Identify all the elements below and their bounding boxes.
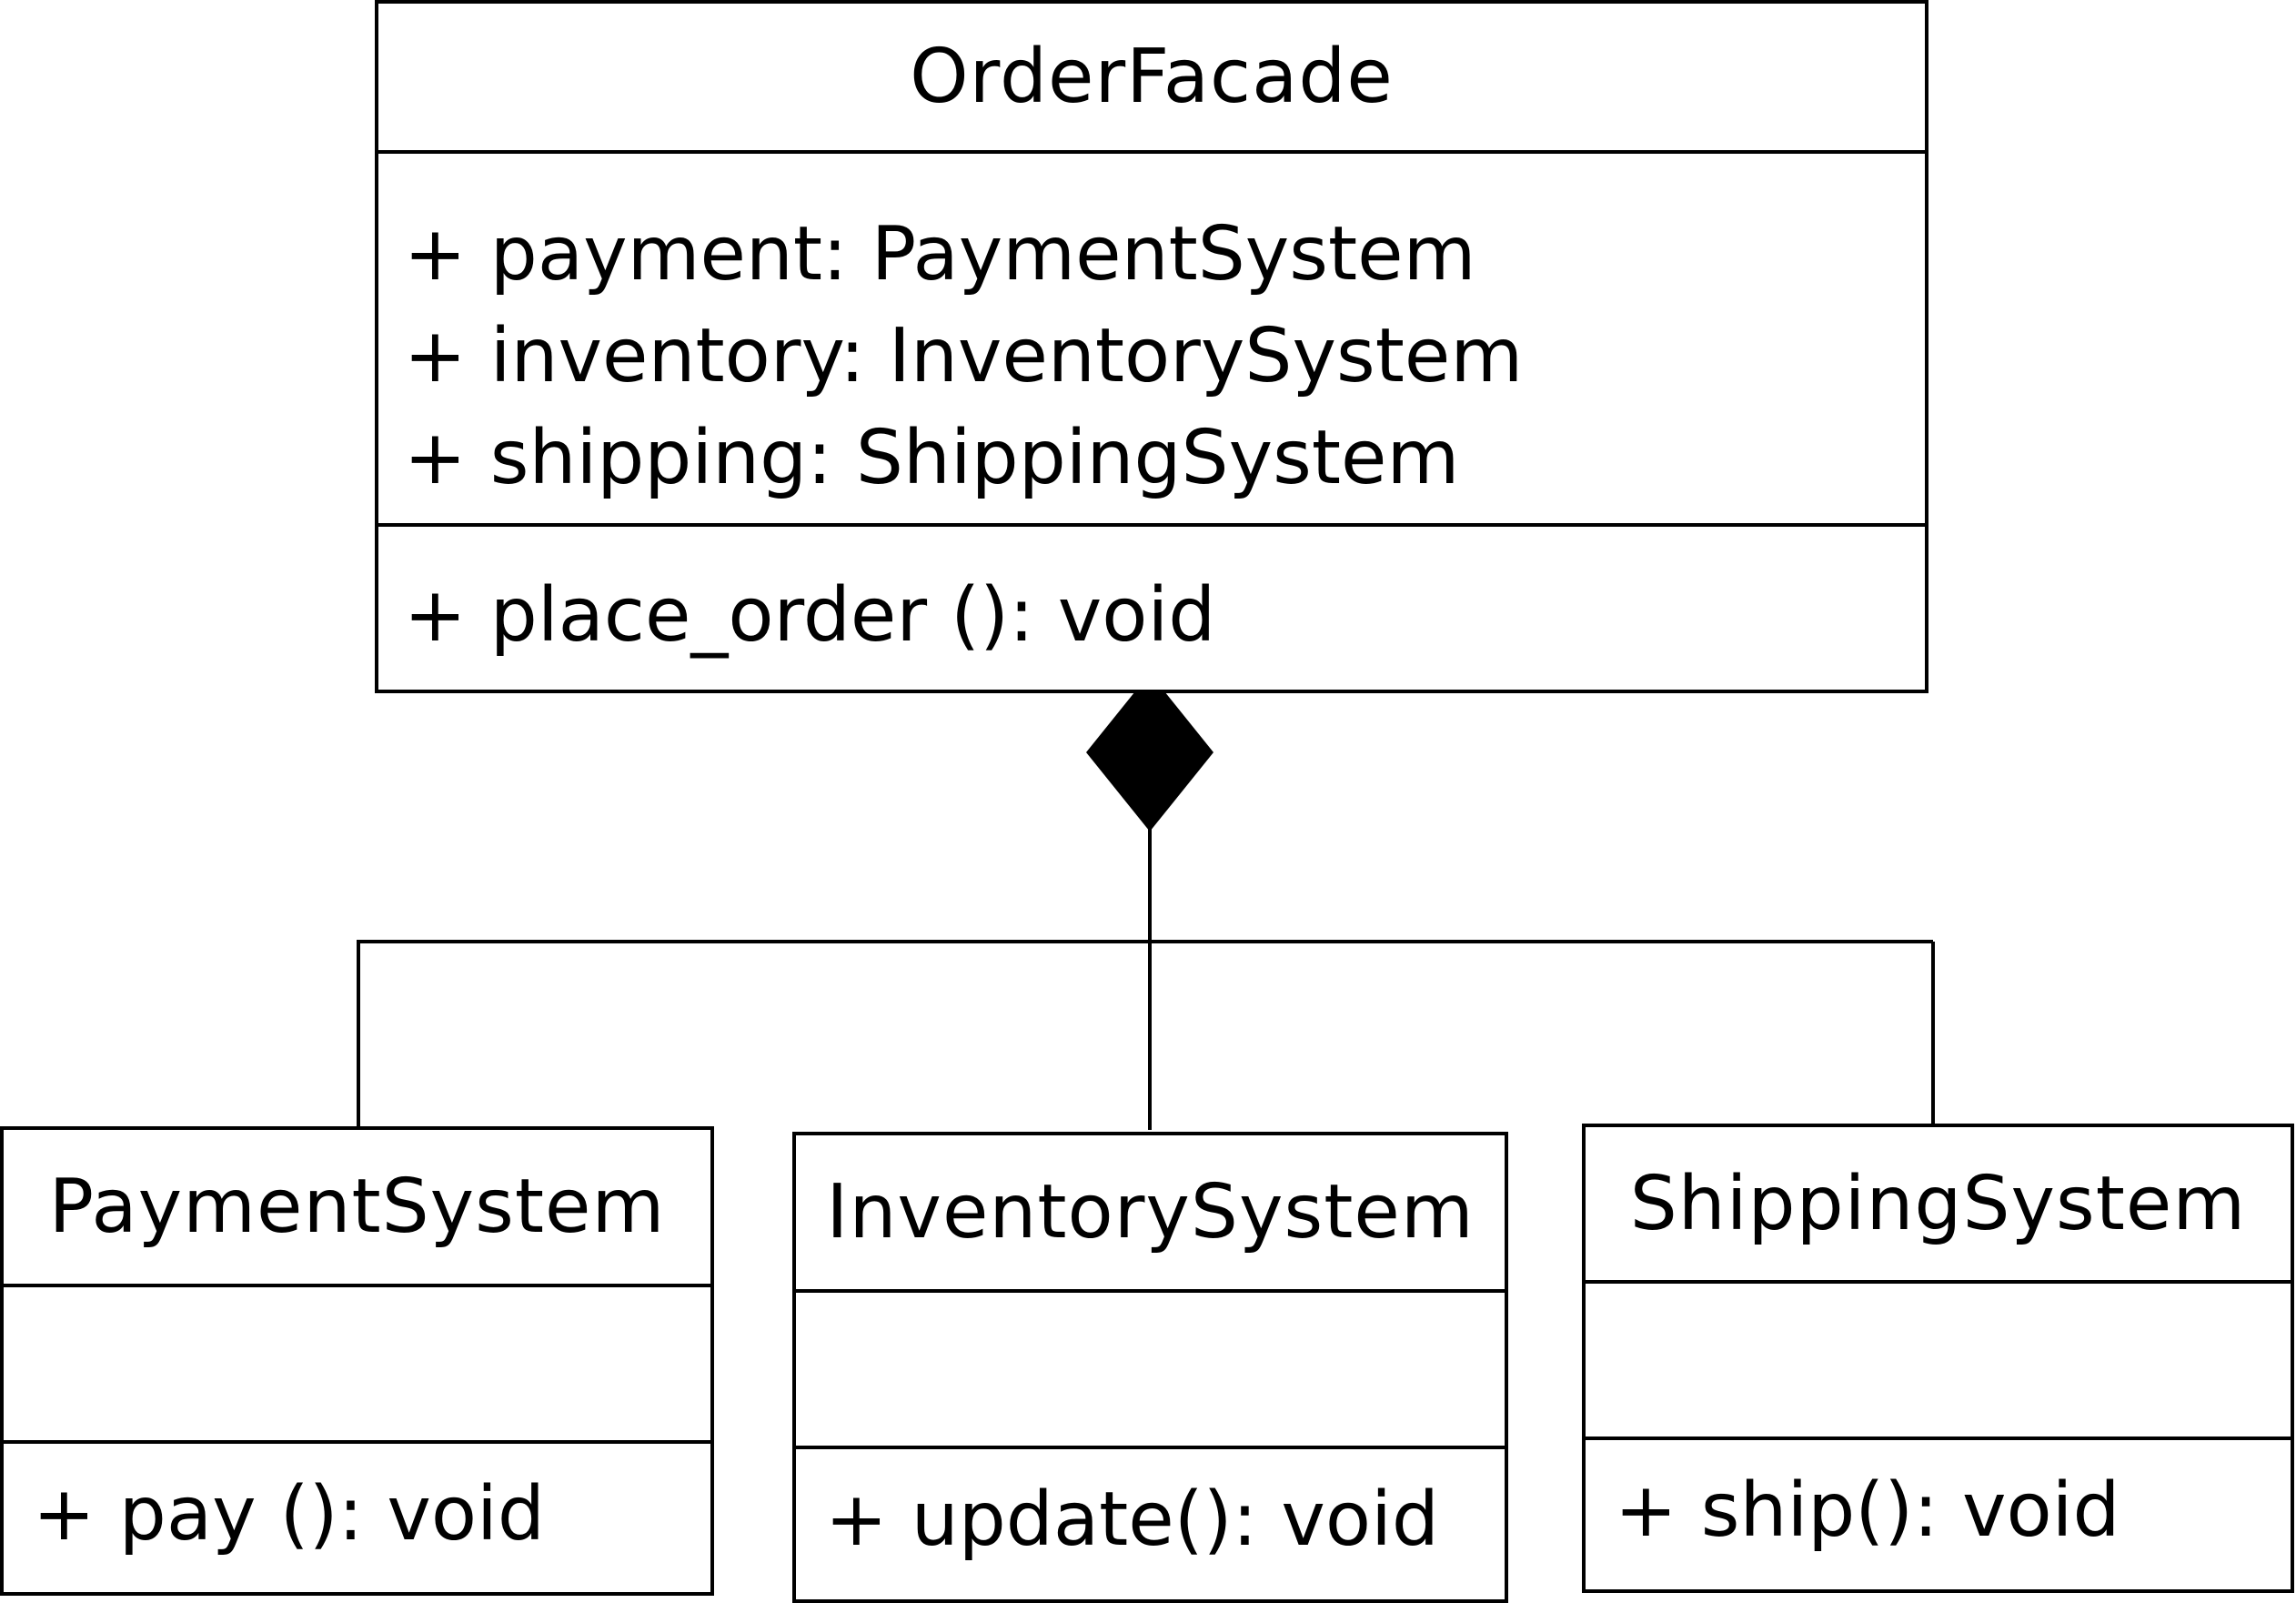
class-name: OrderFacade — [378, 4, 1925, 154]
composition-diamond-icon — [1086, 673, 1213, 832]
methods-section: + update(): void — [796, 1449, 1505, 1571]
attributes-section — [1586, 1284, 2291, 1440]
method-update: + update(): void — [825, 1477, 1439, 1563]
methods-section: + pay (): void — [4, 1444, 710, 1566]
class-inventory-system: InventorySystem + update(): void — [792, 1132, 1508, 1603]
method-pay: + pay (): void — [33, 1471, 545, 1557]
method-place-order: + place_order (): void — [404, 572, 1216, 659]
methods-section: + ship(): void — [1586, 1440, 2291, 1562]
attributes-section — [796, 1293, 1505, 1449]
class-name: ShippingSystem — [1586, 1127, 2291, 1284]
method-ship: + ship(): void — [1615, 1467, 2120, 1554]
attribute-inventory: + inventory: InventorySystem — [404, 313, 1524, 399]
attribute-shipping: + shipping: ShippingSystem — [404, 415, 1460, 501]
class-shipping-system: ShippingSystem + ship(): void — [1582, 1124, 2294, 1593]
class-name: InventorySystem — [796, 1135, 1505, 1293]
class-payment-system: PaymentSystem + pay (): void — [0, 1126, 714, 1596]
methods-section: + place_order (): void — [378, 527, 1925, 667]
attributes-section: + payment: PaymentSystem + inventory: In… — [378, 154, 1925, 527]
attributes-section — [4, 1287, 710, 1444]
class-name: PaymentSystem — [4, 1130, 710, 1287]
class-order-facade: OrderFacade + payment: PaymentSystem + i… — [375, 0, 1928, 693]
attribute-payment: + payment: PaymentSystem — [404, 211, 1476, 297]
